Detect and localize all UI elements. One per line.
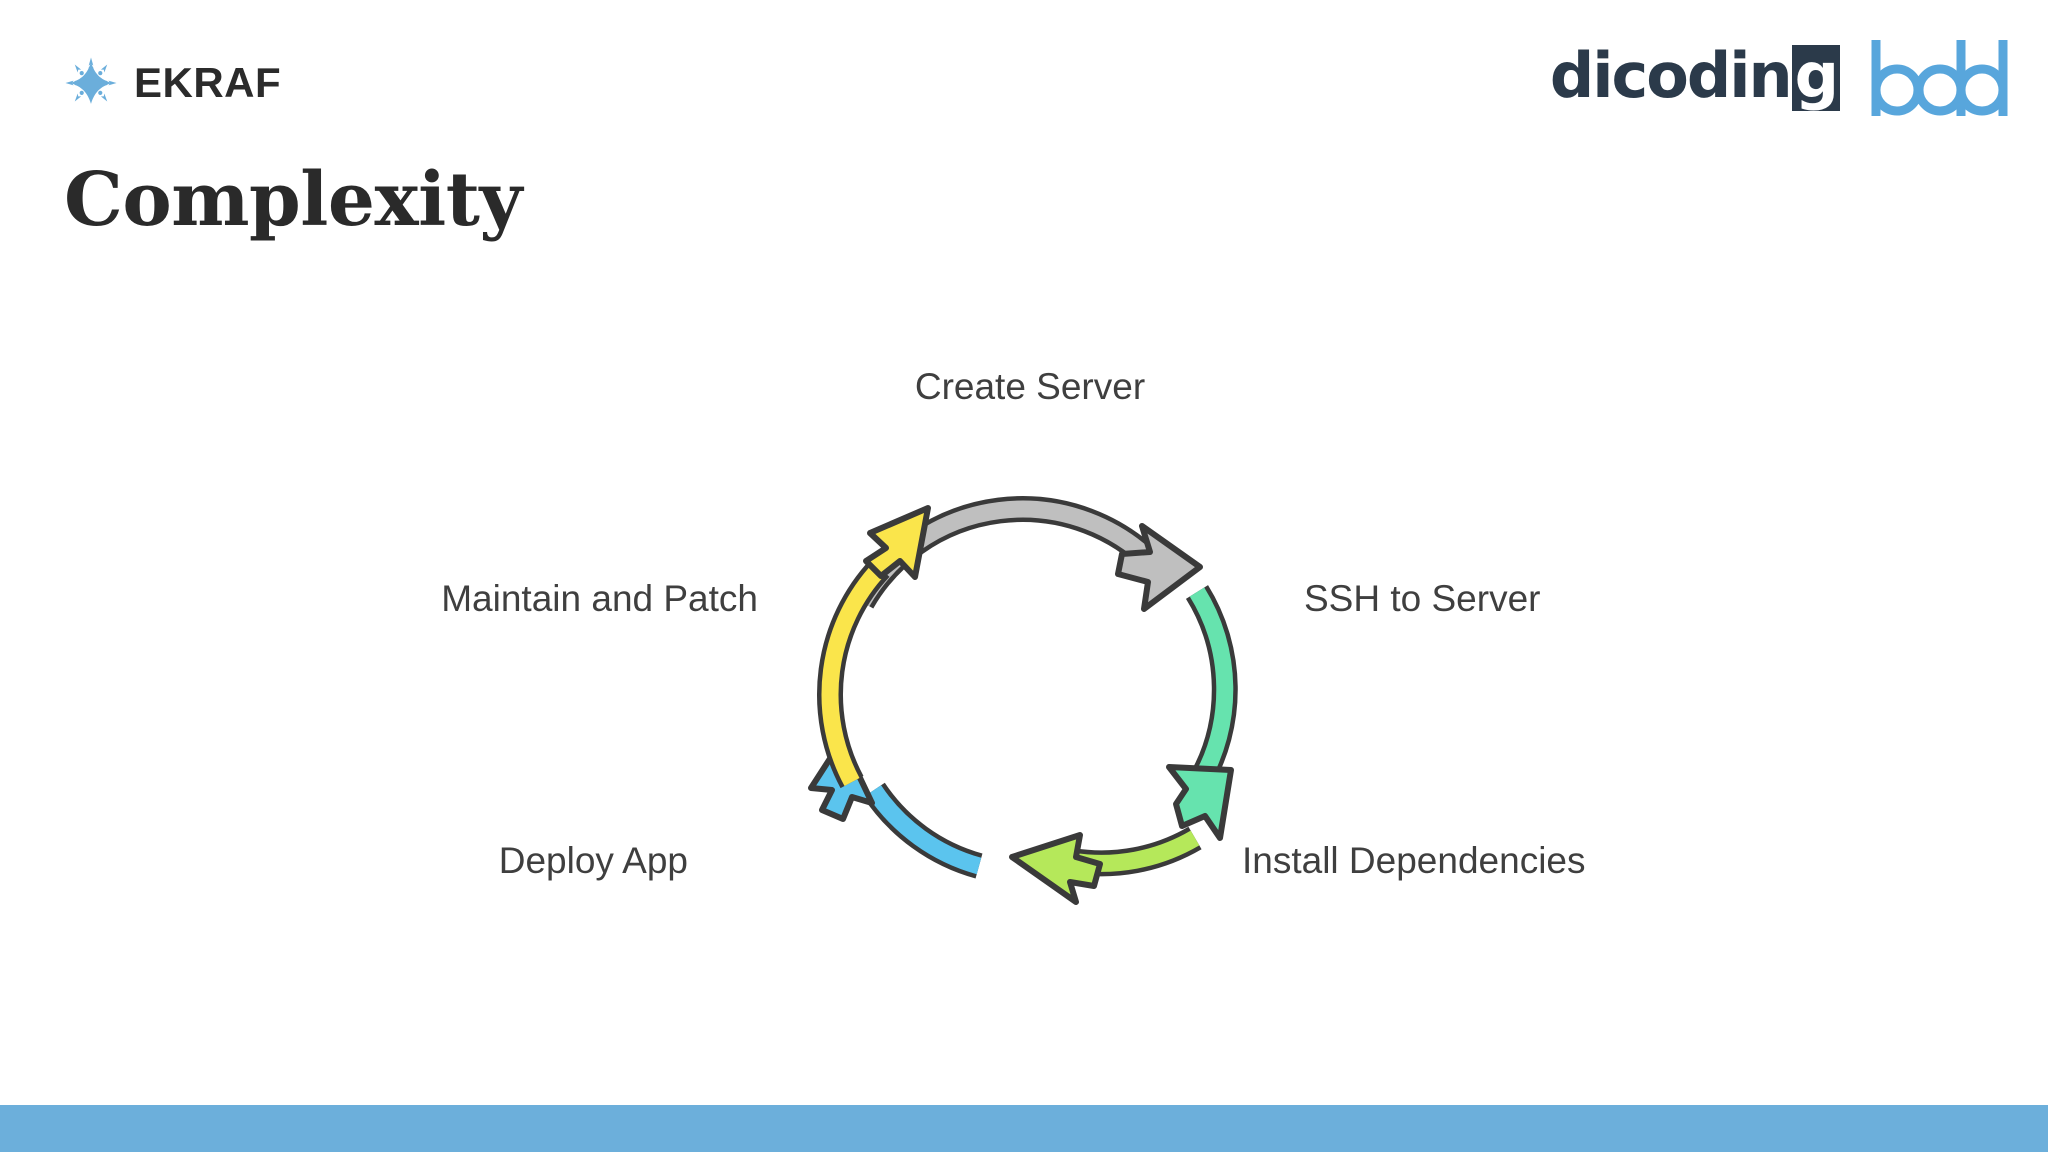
bdd-logo (1871, 40, 2008, 116)
cycle-diagram: Create Server SSH to Server Install Depe… (400, 330, 1660, 950)
dicoding-g-mark: g (1791, 45, 1840, 111)
bottom-accent-bar (0, 1105, 2048, 1152)
cycle-label-deploy-app: Deploy App (498, 840, 688, 881)
cycle-label-ssh-to-server: SSH to Server (1304, 578, 1541, 619)
cycle-label-maintain-and-patch: Maintain and Patch (441, 578, 758, 619)
cycle-arrows-group (808, 496, 1238, 905)
ekraf-logo: EKRAF (62, 54, 281, 112)
cycle-label-install-dependencies: Install Dependencies (1242, 840, 1586, 881)
maintain-and-patch-arrow (817, 505, 931, 789)
install-dependencies-arrow (1009, 826, 1202, 905)
cycle-label-create-server: Create Server (914, 366, 1146, 407)
ekraf-wordmark: EKRAF (134, 59, 282, 106)
ekraf-star-icon (65, 57, 117, 104)
ssh-to-server-arrow (1166, 585, 1238, 841)
page-title: Complexity (64, 157, 522, 243)
dicoding-wordmark: dicodin (1549, 39, 1793, 113)
